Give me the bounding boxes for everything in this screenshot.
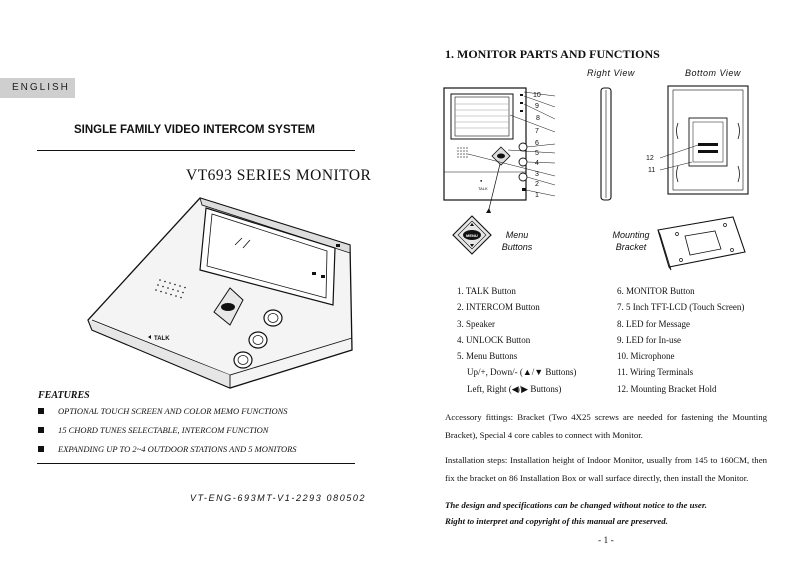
mounting-bracket-diagram bbox=[657, 216, 746, 271]
document-id: VT-ENG-693MT-V1-2293 080502 bbox=[190, 493, 367, 503]
accessory-paragraph: Accessory fittings: Bracket (Two 4X25 sc… bbox=[445, 412, 767, 440]
bottom-view-label: Bottom View bbox=[685, 68, 741, 78]
callout-number: 9 bbox=[535, 103, 539, 110]
part-item: 8. LED for Message bbox=[617, 318, 690, 329]
callout-number: 4 bbox=[535, 160, 539, 167]
section-title: 1. MONITOR PARTS AND FUNCTIONS bbox=[445, 47, 660, 61]
callout-number: 8 bbox=[536, 115, 540, 122]
menu-buttons-diagram: MENU bbox=[452, 215, 492, 255]
right-view-label: Right View bbox=[587, 68, 635, 78]
part-item: 11. Wiring Terminals bbox=[617, 367, 694, 378]
callout-number: 3 bbox=[535, 171, 539, 178]
part-item: 4. UNLOCK Button bbox=[457, 334, 531, 345]
system-title: SINGLE FAMILY VIDEO INTERCOM SYSTEM bbox=[74, 124, 315, 136]
parts-list-left: 1. TALK Button 2. INTERCOM Button 3. Spe… bbox=[457, 283, 576, 397]
callout-number: 6 bbox=[535, 140, 539, 147]
part-item: 2. INTERCOM Button bbox=[457, 302, 540, 313]
part-item: 12. Mounting Bracket Hold bbox=[617, 383, 717, 394]
callout-number: 1 bbox=[535, 192, 539, 199]
callout-number: 12 bbox=[646, 155, 654, 162]
feature-item: EXPANDING UP TO 2~4 OUTDOOR STATIONS AND… bbox=[38, 444, 297, 454]
parts-list-right: 6. MONITOR Button 7. 5 Inch TFT-LCD (Tou… bbox=[617, 283, 744, 397]
bottom-view-diagram: 12 11 bbox=[646, 85, 749, 195]
features-heading: FEATURES bbox=[38, 390, 90, 401]
part-item: 3. Speaker bbox=[457, 318, 495, 329]
part-sub-item: Up/+, Down/- (▲/▼ Buttons) bbox=[467, 367, 577, 378]
part-item: 6. MONITOR Button bbox=[617, 286, 695, 296]
callout-number: 7 bbox=[535, 128, 539, 135]
language-tab: ENGLISH bbox=[0, 78, 75, 98]
monitor-illustration: TALK bbox=[87, 197, 353, 389]
part-item: 1. TALK Button bbox=[457, 286, 516, 296]
part-item: 9. LED for In-use bbox=[617, 334, 681, 345]
side-view-diagram bbox=[600, 87, 612, 201]
feature-item: 15 CHORD TUNES SELECTABLE, INTERCOM FUNC… bbox=[38, 425, 268, 435]
bullet-square-icon bbox=[38, 408, 44, 415]
features-divider bbox=[37, 463, 355, 464]
svg-text:●: ● bbox=[480, 178, 483, 183]
front-talk-label: TALK bbox=[478, 186, 488, 191]
bullet-square-icon bbox=[38, 427, 44, 434]
menu-key-label: MENU bbox=[466, 233, 478, 238]
callout-number: 5 bbox=[535, 150, 539, 157]
front-view-diagram: ● TALK 10 9 8 7 6 5 4 3 2 1 bbox=[443, 87, 556, 214]
part-sub-item: Left, Right (◀/▶ Buttons) bbox=[467, 383, 562, 394]
callout-number: 11 bbox=[648, 167, 655, 174]
part-item: 5. Menu Buttons bbox=[457, 351, 518, 362]
callout-number: 2 bbox=[535, 181, 539, 188]
title-divider bbox=[37, 150, 355, 151]
feature-item: OPTIONAL TOUCH SCREEN AND COLOR MEMO FUN… bbox=[38, 406, 288, 416]
mounting-bracket-label: Mounting Bracket bbox=[612, 230, 650, 252]
bullet-square-icon bbox=[38, 446, 44, 453]
installation-paragraph: Installation steps: Installation height … bbox=[445, 455, 767, 483]
part-item: 10. Microphone bbox=[617, 351, 675, 362]
monitor-talk-label: TALK bbox=[154, 336, 170, 342]
callout-number: 10 bbox=[533, 92, 541, 99]
notice-line: The design and specifications can be cha… bbox=[445, 500, 707, 510]
model-title: VT693 SERIES MONITOR bbox=[186, 167, 372, 184]
part-item: 7. 5 Inch TFT-LCD (Touch Screen) bbox=[617, 302, 745, 313]
page-number: - 1 - bbox=[598, 536, 614, 546]
copyright-line: Right to interpret and copyright of this… bbox=[445, 516, 668, 526]
menu-buttons-label: Menu Buttons bbox=[501, 230, 533, 252]
